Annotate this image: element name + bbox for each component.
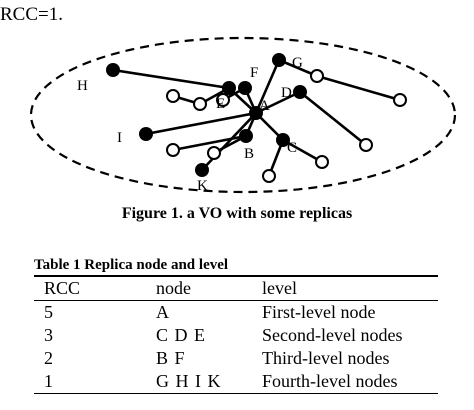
cell-rcc: 3 xyxy=(44,325,53,345)
replica-node-i xyxy=(139,127,153,141)
replica-node-c xyxy=(276,133,290,147)
cell-level: Third-level nodes xyxy=(262,348,390,368)
replica-free-node xyxy=(166,143,180,157)
replica-free-node xyxy=(166,89,180,103)
replica-free-node xyxy=(262,169,276,183)
cell-node: C D E xyxy=(156,325,206,345)
edge xyxy=(200,111,258,172)
table-row: 2 B F Third-level nodes xyxy=(34,347,438,370)
replica-free-node xyxy=(359,138,373,152)
replica-node-a xyxy=(249,106,263,120)
replica-node-g xyxy=(272,53,286,67)
table-row: 1 G H I K Fourth-level nodes xyxy=(34,370,438,394)
edge xyxy=(144,111,258,136)
table-header-row: RCC node level xyxy=(34,276,438,301)
label-d: D xyxy=(281,85,292,101)
label-b: B xyxy=(244,146,254,162)
label-f: F xyxy=(250,65,258,81)
cell-level: Fourth-level nodes xyxy=(262,371,398,391)
intro-text: RCC=1. xyxy=(0,4,63,25)
replica-node-e xyxy=(222,81,236,95)
label-g: G xyxy=(292,55,303,71)
replica-free-node xyxy=(216,93,230,107)
label-a: A xyxy=(259,98,270,114)
vo-figure: H I K E A B C D F G xyxy=(29,36,457,194)
replica-node-b xyxy=(239,129,253,143)
label-e: E xyxy=(216,96,225,112)
figure-caption: Figure 1. a VO with some replicas xyxy=(121,205,353,222)
replica-node-d xyxy=(293,85,307,99)
cell-node: A xyxy=(156,302,170,322)
cell-rcc: 5 xyxy=(44,302,53,322)
label-i: I xyxy=(117,130,122,146)
replica-nodes xyxy=(106,53,307,177)
table-title: Table 1 Replica node and level xyxy=(34,257,229,273)
replica-free-node xyxy=(193,97,207,111)
edge xyxy=(298,90,368,147)
header-level: level xyxy=(262,278,297,298)
vo-boundary xyxy=(29,36,457,194)
edge xyxy=(315,74,402,102)
replica-free-node xyxy=(315,155,329,169)
replica-level-table: RCC node level 5 A First-level node 3 C … xyxy=(34,275,438,394)
cell-node: B F xyxy=(156,348,186,368)
replica-node-f xyxy=(238,81,252,95)
replica-node-h xyxy=(106,63,120,77)
node-labels: H I K E A B C D F G xyxy=(77,55,303,194)
header-node: node xyxy=(156,278,191,298)
label-h: H xyxy=(77,78,88,94)
cell-node: G H I K xyxy=(156,371,222,391)
cell-level: First-level node xyxy=(262,302,376,322)
replica-free-node xyxy=(207,146,221,160)
table-row: 3 C D E Second-level nodes xyxy=(34,324,438,347)
label-c: C xyxy=(287,140,297,156)
open-nodes xyxy=(166,69,407,183)
edge xyxy=(111,68,231,90)
cell-level: Second-level nodes xyxy=(262,325,403,345)
cell-rcc: 2 xyxy=(44,348,53,368)
table-row: 5 A First-level node xyxy=(34,301,438,325)
replica-free-node xyxy=(310,69,324,83)
replica-node-k xyxy=(195,163,209,177)
edge xyxy=(281,138,324,164)
header-rcc: RCC xyxy=(44,278,81,298)
label-k: K xyxy=(197,178,208,194)
edge xyxy=(171,134,248,152)
cell-rcc: 1 xyxy=(44,371,53,391)
edge xyxy=(254,58,281,115)
replica-free-node xyxy=(393,93,407,107)
edge xyxy=(254,90,302,115)
